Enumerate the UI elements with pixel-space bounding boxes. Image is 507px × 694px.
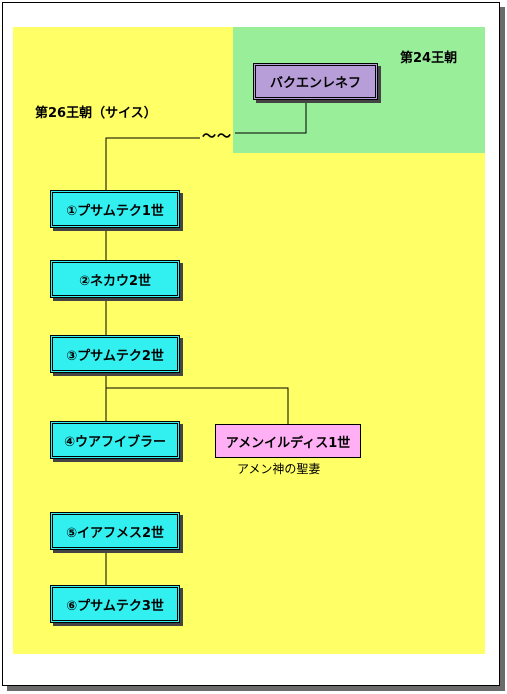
- node-psamtik-2: ③プサムテク2世: [50, 335, 180, 373]
- dynasty-26-label: 第26王朝（サイス）: [35, 106, 157, 121]
- node-bakenrenef: バクエンレネフ: [253, 63, 378, 100]
- line-break-psamtik1: [105, 137, 200, 190]
- line-branch-amenirdis: [106, 387, 289, 424]
- node-psamtik-1: ①プサムテク1世: [50, 190, 180, 228]
- node-amenirdis-1: アメンイルディス1世: [215, 424, 361, 458]
- node-wahibre: ④ウアフイブラー: [50, 421, 180, 459]
- dynasty-24-label: 第24王朝: [400, 51, 458, 66]
- node-nekau-2: ②ネカウ2世: [50, 260, 180, 298]
- node-psamtik-3: ⑥プサムテク3世: [50, 585, 180, 623]
- line-bakenrenef-break: [235, 100, 307, 134]
- node-ahmose-2: ⑤イアフメス2世: [50, 512, 180, 550]
- amenirdis-note: アメン神の聖妻: [237, 462, 321, 476]
- break-mark: ～～: [202, 129, 232, 145]
